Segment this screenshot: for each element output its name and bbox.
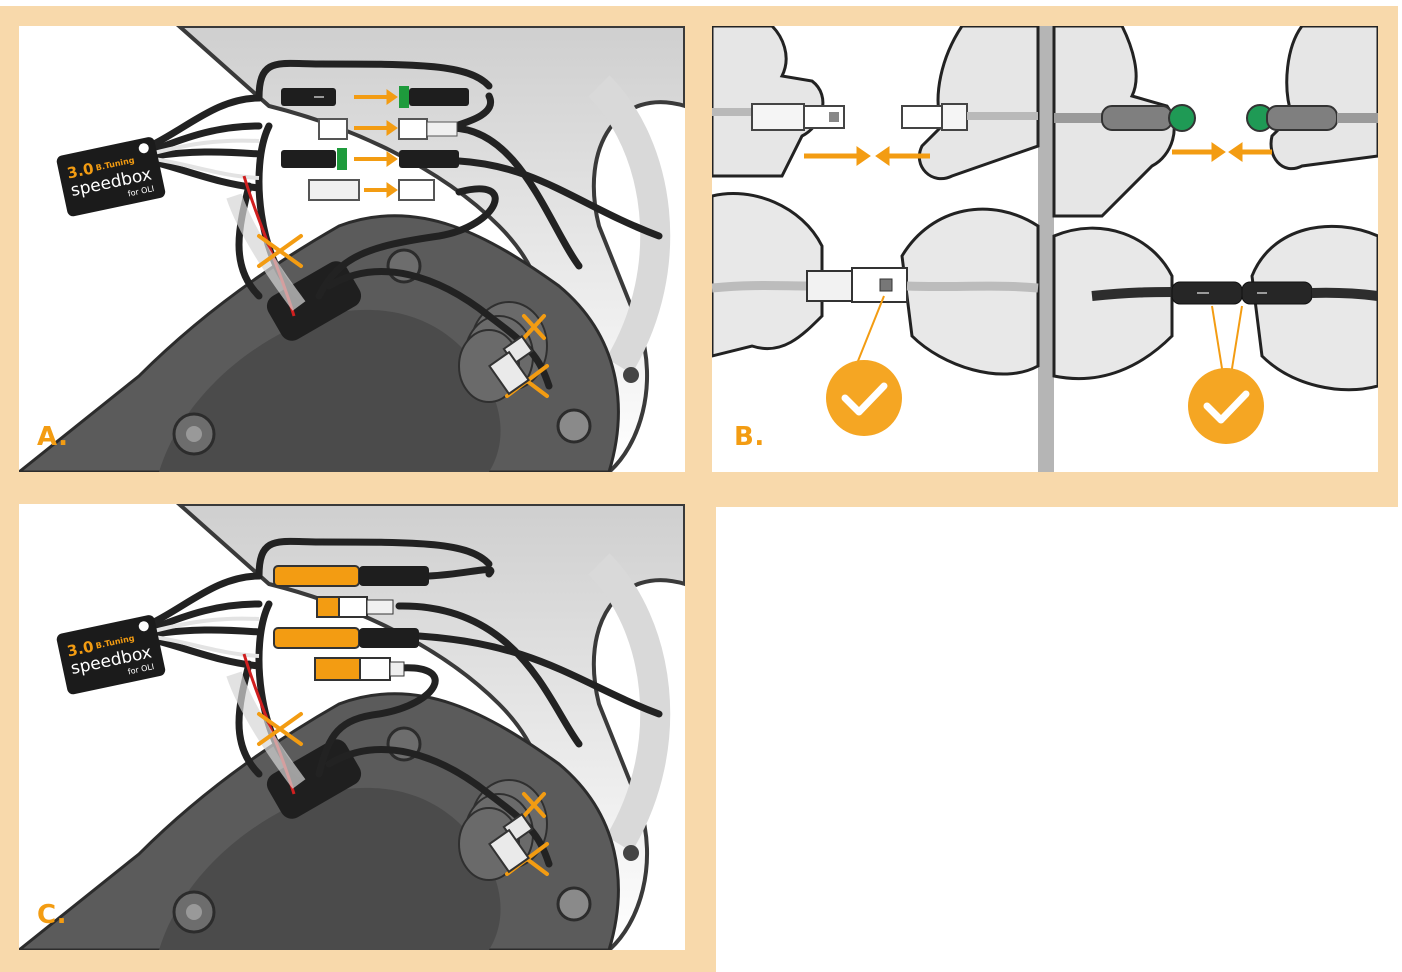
panel-b-illustration bbox=[712, 26, 1378, 472]
check-badge-left bbox=[826, 360, 902, 436]
panel-b-label: B. bbox=[734, 422, 765, 452]
panel-a: 3.0 B.Tuning speedbox for OLI bbox=[19, 26, 685, 472]
panel-a-label: A. bbox=[37, 422, 68, 452]
panel-c-label: C. bbox=[37, 900, 67, 930]
panel-c: 3.0 B.Tuning speedbox for OLI C. bbox=[19, 504, 685, 950]
panel-a-illustration: 3.0 B.Tuning speedbox for OLI bbox=[19, 26, 685, 472]
panel-c-illustration: 3.0 B.Tuning speedbox for OLI bbox=[19, 504, 685, 950]
panel-b-divider bbox=[1038, 26, 1054, 472]
panel-b: B. bbox=[712, 26, 1378, 472]
check-badge-right bbox=[1188, 368, 1264, 444]
